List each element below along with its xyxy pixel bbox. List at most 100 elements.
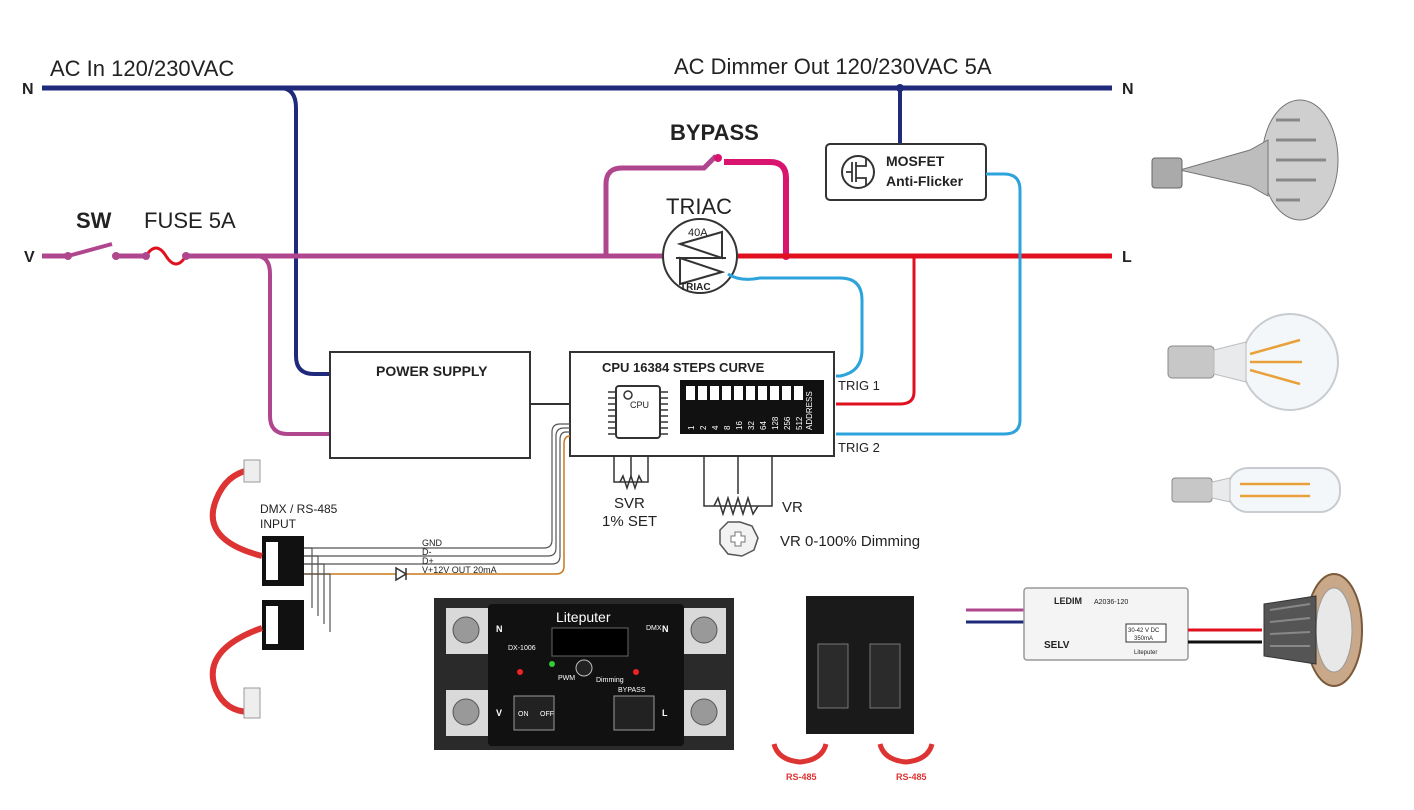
dip-number: 8 [723, 425, 732, 430]
vr-knob-cross [730, 531, 746, 547]
module-terminals [446, 608, 726, 736]
module-n-right: N [662, 624, 669, 634]
module-pwm: PWM [558, 675, 575, 682]
module-knob [575, 659, 593, 677]
par-lamp-image [1151, 99, 1339, 221]
v-left-label: V [24, 249, 35, 266]
module-led-green [549, 661, 555, 667]
mosfet-label-1: MOSFET [886, 153, 945, 169]
module-l: L [662, 708, 668, 718]
module-n-left: N [496, 624, 503, 634]
neutral-to-psu [279, 86, 330, 376]
module-led-red-right [633, 669, 639, 675]
ledim-brand: LEDIM [1054, 596, 1082, 606]
address-label: ADDRESS [805, 391, 814, 430]
module-bypass: BYPASS [618, 687, 646, 694]
module-brand: Liteputer [556, 609, 611, 625]
dmx-link-wires [300, 547, 331, 632]
cpu-title: CPU 16384 STEPS CURVE [602, 360, 765, 375]
live-to-trig1 [836, 256, 916, 406]
bypass-contact [714, 154, 722, 162]
module-switch-left [513, 695, 555, 731]
triac-gate-wire [727, 272, 864, 378]
mosfet-symbol-inner [846, 158, 867, 186]
bypass-label: BYPASS [670, 120, 759, 145]
vr-wires [703, 456, 773, 507]
trig2-label: TRIG 2 [838, 440, 880, 455]
fuse-contact-a [142, 252, 150, 260]
rs485-port-left [817, 643, 849, 709]
dip-switch-keys [686, 386, 803, 400]
rs485-label-a: RS-485 [786, 772, 817, 782]
cable-loop-top [209, 467, 263, 559]
dip-number: 2 [699, 425, 708, 430]
cable-plug-top [243, 459, 261, 483]
downlight-image [1263, 573, 1363, 687]
module-dip [551, 627, 629, 657]
d-plus-label: D+ [422, 556, 434, 566]
sw-label: SW [76, 208, 112, 233]
module-dmx: DMX [646, 625, 662, 632]
neutral-junction [896, 84, 904, 92]
l-right-label: L [1122, 249, 1132, 266]
mosfet-label-2: Anti-Flicker [886, 173, 964, 189]
power-supply-label: POWER SUPPLY [376, 363, 488, 379]
rs485-cable-right [877, 743, 935, 765]
dip-number: 32 [747, 421, 756, 430]
vr-dimming-label: VR 0-100% Dimming [780, 533, 920, 550]
mosfet-symbol [841, 155, 875, 189]
module-switch-right [613, 695, 655, 731]
gnd-label: GND [422, 538, 443, 548]
dip-number: 64 [759, 421, 768, 430]
candle-bulb-image [1171, 467, 1341, 513]
svr-set-label: 1% SET [602, 513, 657, 530]
trig1-label: TRIG 1 [838, 378, 880, 393]
triac-inner-label: TRIAC [680, 282, 711, 293]
cpu-chip-pins [608, 391, 668, 435]
ledim-model: A2036-120 [1094, 599, 1128, 606]
module-dimming: Dimming [596, 677, 624, 684]
ac-out-label: AC Dimmer Out 120/230VAC 5A [674, 54, 992, 79]
mosfet-to-trig2 [836, 172, 1022, 436]
module-led-red-left [517, 669, 523, 675]
dip-number: 512 [795, 416, 804, 430]
dip-number: 1 [687, 425, 696, 430]
triac-rating: 40A [688, 227, 708, 239]
dmx-input-label-1: DMX / RS-485 [260, 502, 338, 516]
ac-in-label: AC In 120/230VAC [50, 56, 234, 81]
diode-symbol [395, 566, 408, 582]
vr-resistor [713, 495, 759, 517]
dmx-signal-wire-2 [304, 427, 570, 557]
module-off: OFF [540, 711, 554, 718]
led-driver-rating-box [1125, 623, 1167, 643]
rs485-label-b: RS-485 [896, 772, 927, 782]
fuse-symbol [144, 246, 188, 266]
module-v: V [496, 708, 502, 718]
filament-bulb-image [1167, 313, 1339, 411]
triac-triangle-up [676, 230, 723, 260]
cpu-chip [615, 385, 661, 439]
dip-number: 16 [735, 421, 744, 430]
dmx-signal-wires [304, 423, 570, 549]
dip-number: 128 [771, 416, 780, 430]
dmx-connector-top-port [266, 542, 278, 580]
dmx-signal-wire-3 [304, 431, 570, 565]
cpu-chip-dot [623, 390, 633, 400]
cable-loop-bottom [209, 625, 264, 715]
ledim-ma: 350mA [1134, 636, 1153, 642]
triac-label: TRIAC [666, 194, 732, 219]
bypass-line-left [603, 154, 718, 256]
switch-blade [67, 242, 113, 258]
fuse-label: FUSE 5A [144, 208, 236, 233]
v12-wire [304, 435, 571, 575]
n-right-label: N [1122, 81, 1134, 98]
svr-wires [613, 456, 649, 483]
n-left-label: N [22, 81, 34, 98]
module-model: DX-1006 [508, 645, 536, 652]
svr-label: SVR [614, 495, 645, 512]
dmx-connector-bottom-port [266, 606, 278, 644]
bypass-line-right [724, 159, 789, 256]
cable-plug-bottom [243, 687, 261, 719]
